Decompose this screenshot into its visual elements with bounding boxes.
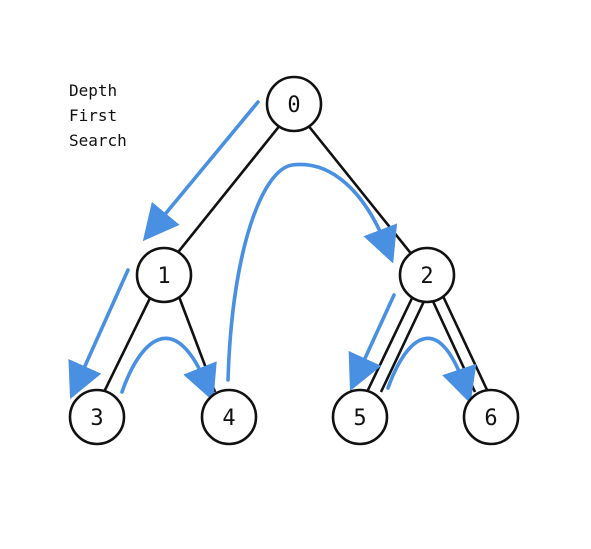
node-6-circle xyxy=(462,388,520,446)
node-4: 4 xyxy=(200,388,258,446)
traversal-arrow-2-to-5 xyxy=(348,293,396,392)
edge-2-6-a xyxy=(429,296,477,393)
edge-0-1 xyxy=(173,123,283,257)
node-2-circle xyxy=(398,246,456,304)
traversal-arrow-4-to-2 xyxy=(226,162,398,382)
node-3-circle xyxy=(68,388,126,446)
node-1-circle xyxy=(135,246,193,304)
node-0-circle xyxy=(265,75,323,133)
node-2: 2 xyxy=(398,246,456,304)
diagram-title: Depth First Search xyxy=(69,78,189,153)
node-5: 5 xyxy=(331,388,389,446)
traversal-arrow-3-to-4 xyxy=(120,336,217,402)
node-5-circle xyxy=(331,388,389,446)
node-2-label: 2 xyxy=(420,264,433,289)
node-6-label: 6 xyxy=(484,406,497,431)
traversal-arrow-5-to-6 xyxy=(386,336,477,404)
node-4-circle xyxy=(200,388,258,446)
edge-1-3 xyxy=(102,293,154,393)
tree-nodes: 0 1 2 3 4 5 6 xyxy=(68,75,520,446)
traversal-arrow-1-to-3 xyxy=(68,268,130,400)
node-6: 6 xyxy=(462,388,520,446)
node-5-label: 5 xyxy=(353,406,366,431)
node-4-label: 4 xyxy=(222,406,235,431)
node-3-label: 3 xyxy=(90,406,103,431)
node-1-label: 1 xyxy=(157,264,170,289)
edge-2-6-b xyxy=(440,293,490,393)
node-0: 0 xyxy=(265,75,323,133)
traversal-arrow-0-to-1 xyxy=(142,100,260,242)
title-line-3: Search xyxy=(69,131,127,150)
traversal-arrows xyxy=(68,100,477,404)
node-1: 1 xyxy=(135,246,193,304)
node-3: 3 xyxy=(68,388,126,446)
title-line-2: First xyxy=(69,106,118,125)
edge-1-4 xyxy=(176,293,217,393)
node-0-label: 0 xyxy=(287,93,300,118)
edge-0-2 xyxy=(305,123,415,257)
edge-2-5-b xyxy=(379,296,428,393)
title-line-1: Depth xyxy=(69,81,118,100)
